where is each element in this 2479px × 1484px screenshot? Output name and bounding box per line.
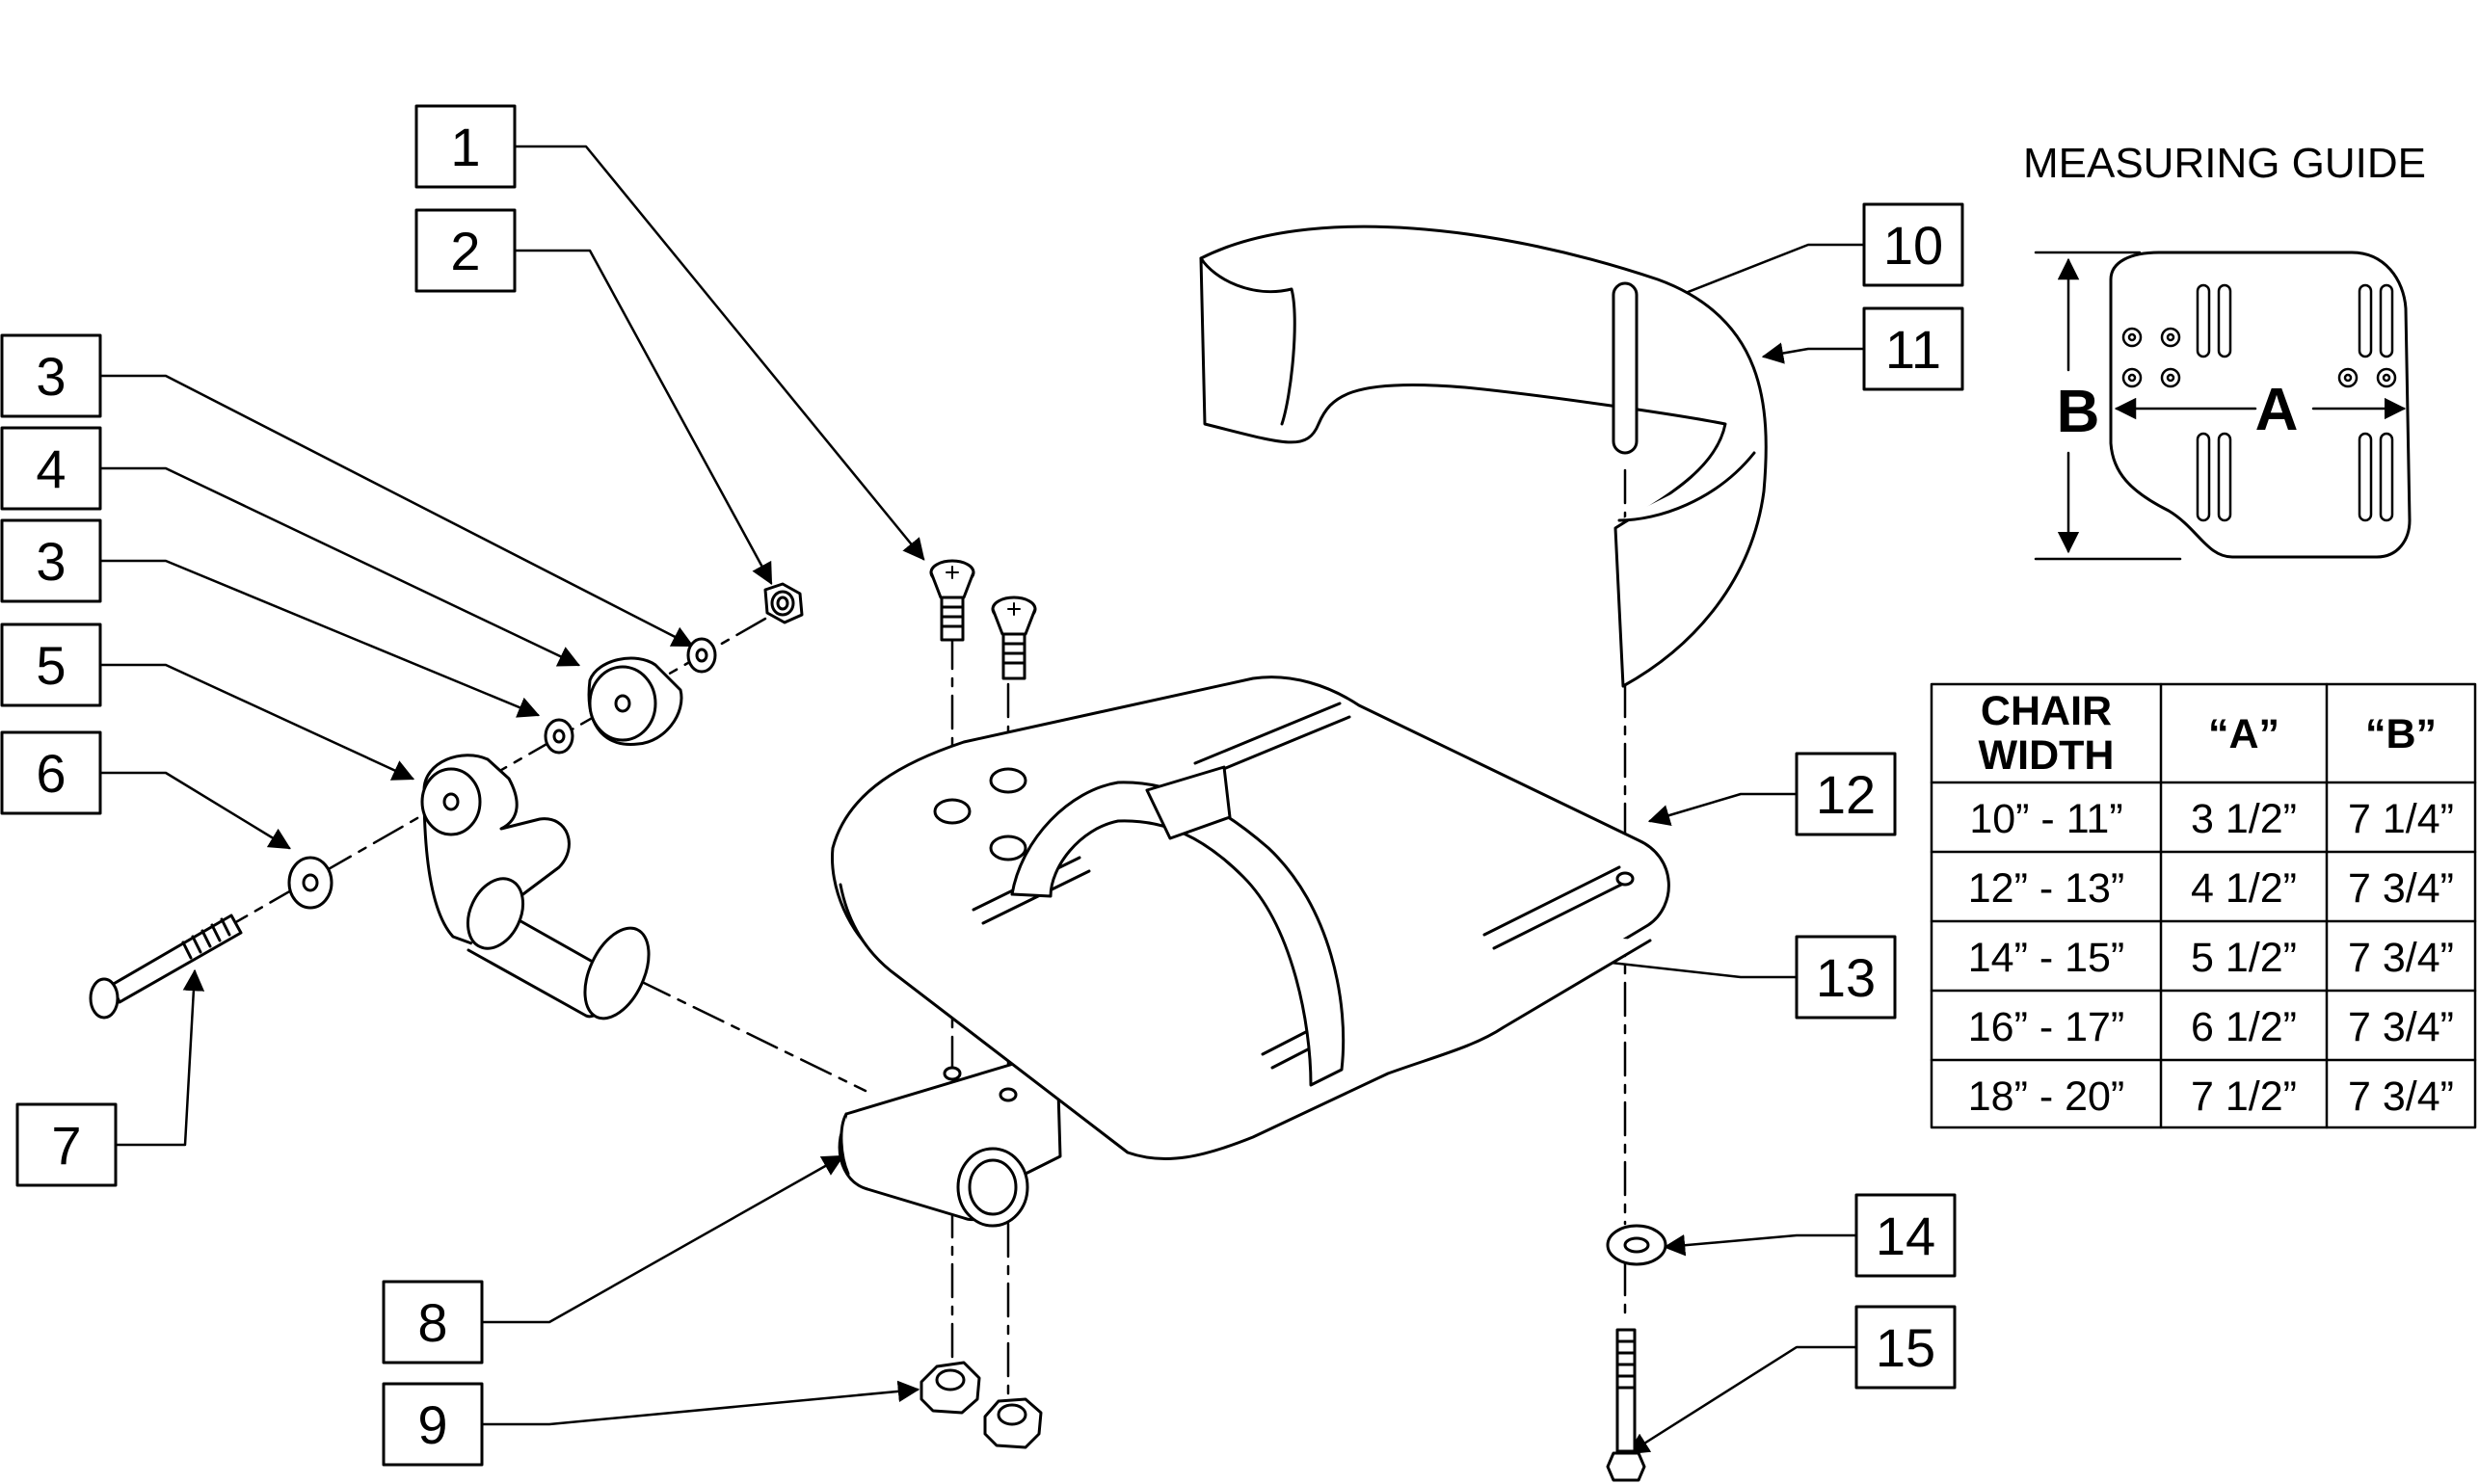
- foot-strap-13: [1010, 765, 1346, 1087]
- table-cell-width: 16” - 17”: [1968, 1004, 2125, 1050]
- table-header-chair: CHAIR: [1981, 688, 2112, 734]
- measuring-guide: MEASURING GUIDE A B: [2023, 140, 2426, 561]
- callout-15: 15: [1854, 1305, 1957, 1390]
- callout-14: 14: [1854, 1193, 1957, 1278]
- spacer-4: [587, 656, 683, 746]
- table-cell-a: 4 1/2”: [2191, 865, 2297, 912]
- callout-5: 5: [0, 623, 102, 707]
- table-cell-a: 6 1/2”: [2191, 1004, 2297, 1050]
- callout-1: 1: [414, 104, 517, 189]
- table-cell-a: 5 1/2”: [2191, 935, 2297, 981]
- table-cell-b: 7 3/4”: [2348, 1004, 2454, 1050]
- callout-4: 4: [0, 426, 102, 511]
- table-row: 12” - 13” 4 1/2” 7 3/4”: [1968, 865, 2454, 912]
- lock-nut-9a: [920, 1361, 981, 1415]
- table-cell-b: 7 3/4”: [2348, 865, 2454, 912]
- shoulder-bolt-7: [89, 914, 243, 1020]
- size-table: CHAIR WIDTH “A” “B” 10” - 11” 3 1/2” 7 1…: [1930, 682, 2477, 1129]
- table-header-a: “A”: [2208, 711, 2279, 757]
- callout-7-label: 7: [51, 1115, 81, 1176]
- table-header-width: WIDTH: [1979, 732, 2115, 779]
- callout-3a-label: 3: [36, 346, 66, 407]
- clamp-8: [838, 1054, 1063, 1228]
- table-row: 18” - 20” 7 1/2” 7 3/4”: [1968, 1073, 2454, 1120]
- dimension-b-label: B: [2057, 379, 2100, 445]
- lock-nut-2: [763, 582, 804, 624]
- table-row: 16” - 17” 6 1/2” 7 3/4”: [1968, 1004, 2454, 1050]
- dimension-a-label: A: [2255, 377, 2299, 443]
- callout-3a: 3: [0, 333, 102, 418]
- washer-14: [1606, 1224, 1667, 1266]
- callout-12: 12: [1795, 752, 1897, 836]
- table-row: 10” - 11” 3 1/2” 7 1/4”: [1969, 796, 2454, 842]
- table-header-b: “B”: [2365, 711, 2437, 757]
- flat-head-screw-2: [991, 596, 1037, 680]
- callout-13-label: 13: [1816, 947, 1876, 1008]
- callout-3b-label: 3: [36, 531, 66, 592]
- callout-7: 7: [15, 1102, 118, 1187]
- table-cell-b: 7 3/4”: [2348, 935, 2454, 981]
- table-cell-width: 14” - 15”: [1968, 935, 2125, 981]
- callout-11-label: 11: [1885, 319, 1941, 380]
- measuring-guide-title: MEASURING GUIDE: [2023, 140, 2426, 187]
- washer-6: [287, 856, 333, 910]
- callout-6-label: 6: [36, 743, 66, 804]
- callout-2: 2: [414, 208, 517, 293]
- callout-3b: 3: [0, 518, 102, 603]
- table-row: 14” - 15” 5 1/2” 7 3/4”: [1968, 935, 2454, 981]
- callout-6: 6: [0, 730, 102, 815]
- table-cell-width: 18” - 20”: [1968, 1073, 2125, 1120]
- callout-8: 8: [382, 1280, 484, 1365]
- guide-slots: [2196, 283, 2394, 522]
- callout-12-label: 12: [1816, 764, 1876, 825]
- table-cell-b: 7 1/4”: [2348, 796, 2454, 842]
- callout-4-label: 4: [36, 438, 66, 499]
- heel-loop-11: [1199, 225, 1768, 688]
- footplate-outline: [2109, 251, 2412, 559]
- callout-5-label: 5: [36, 635, 66, 696]
- callout-14-label: 14: [1876, 1206, 1935, 1266]
- table-cell-a: 7 1/2”: [2191, 1073, 2297, 1120]
- table-cell-width: 12” - 13”: [1968, 865, 2125, 912]
- table-cell-b: 7 3/4”: [2348, 1073, 2454, 1120]
- callout-1-label: 1: [450, 117, 480, 177]
- callout-11: 11: [1862, 306, 1964, 391]
- callout-9-label: 9: [417, 1394, 447, 1455]
- footplate-12: [831, 676, 1670, 1161]
- footrest-hanger-5: [420, 754, 651, 1020]
- callout-13: 13: [1795, 935, 1897, 1020]
- callout-2-label: 2: [450, 221, 480, 281]
- washer-3b: [544, 718, 574, 755]
- callout-15-label: 15: [1876, 1317, 1935, 1378]
- hex-bolt-15: [1606, 1328, 1646, 1482]
- table-cell-width: 10” - 11”: [1969, 796, 2122, 842]
- table-cell-a: 3 1/2”: [2191, 796, 2297, 842]
- callout-10-label: 10: [1883, 215, 1943, 276]
- flat-head-screw-1: [929, 559, 975, 642]
- callout-8-label: 8: [417, 1292, 447, 1353]
- lock-nut-9b: [983, 1397, 1043, 1449]
- guide-holes: [2121, 327, 2397, 388]
- callout-9: 9: [382, 1382, 484, 1467]
- washer-3a: [686, 637, 717, 674]
- callout-10: 10: [1862, 202, 1964, 287]
- heel-loop-pin-10: [1612, 281, 1639, 455]
